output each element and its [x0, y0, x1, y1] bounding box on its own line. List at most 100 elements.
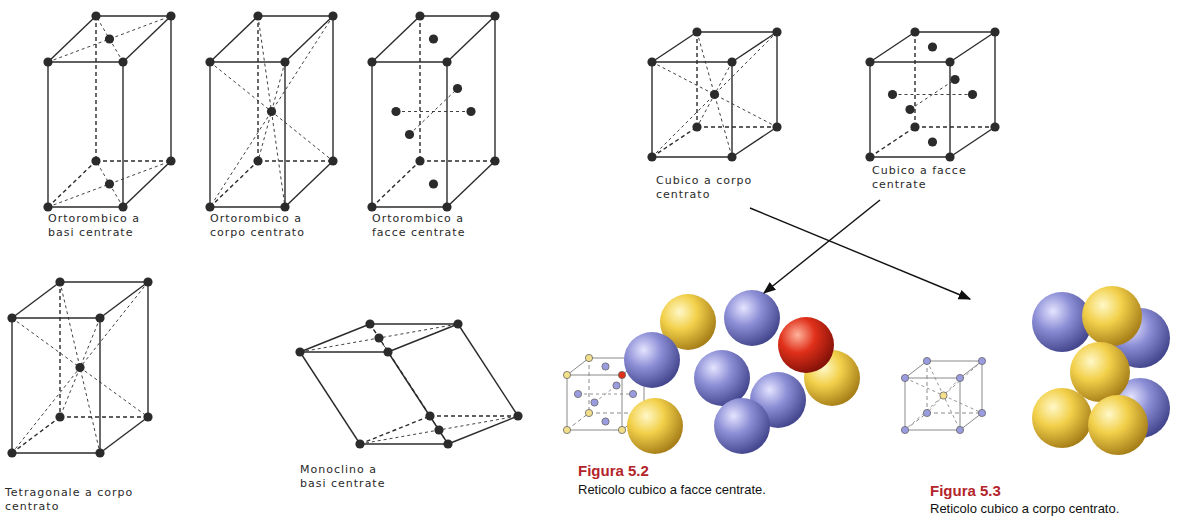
lattice-diagonal	[210, 62, 333, 161]
lattice-diagonal	[12, 282, 148, 453]
lattice-edge	[60, 416, 148, 417]
figure-number: Figura 5.2	[578, 462, 649, 480]
atom-sphere	[1082, 286, 1142, 346]
lattice-edge	[870, 156, 950, 157]
lattice-atom	[772, 122, 781, 131]
lattice-atom	[618, 371, 625, 378]
lattice-edge	[960, 413, 982, 430]
lattice-diagonal	[60, 318, 100, 417]
lattice-atom	[928, 42, 937, 51]
atom-sphere	[627, 398, 683, 454]
atom-sphere	[1032, 388, 1092, 448]
lattice-edge	[776, 32, 777, 127]
lattice-diagonal	[370, 324, 388, 352]
lattice-atom	[43, 202, 52, 211]
lattice-caption: Ortorombico a basi centrate	[48, 212, 166, 240]
lattice-caption: Monoclino a basi centrate	[300, 463, 408, 491]
figure-caption: Reticolo cubico a corpo centrato.	[930, 501, 1119, 517]
lattice-edge	[48, 206, 123, 207]
lattice-atom	[55, 412, 64, 421]
lattice-atom	[928, 137, 937, 146]
lattice-edge	[59, 282, 60, 417]
lattice-edge	[11, 318, 12, 453]
lattice-edge	[170, 16, 171, 161]
lattice-diagonal	[697, 32, 732, 157]
lattice-diagonal	[410, 89, 458, 135]
lattice-atom	[166, 156, 175, 165]
lattice-atom	[647, 57, 656, 66]
lattice-edge	[430, 415, 518, 416]
lattice-atom	[7, 448, 16, 457]
lattice-edge	[257, 16, 258, 161]
lattice-atom	[490, 156, 499, 165]
lattice-caption: Ortorombico a corpo centrato	[210, 212, 328, 240]
lattice-edge	[915, 31, 995, 32]
lattice-cell	[7, 277, 152, 457]
lattice-atom	[295, 347, 304, 356]
lattice-edge	[95, 16, 96, 161]
lattice-atom	[978, 409, 985, 416]
lattice-cell	[647, 27, 781, 161]
lattice-cell	[295, 319, 522, 448]
lattice-atom	[91, 11, 100, 20]
lattice-atom	[563, 426, 570, 433]
lattice-edge	[567, 375, 568, 430]
lattice-edge	[60, 281, 148, 282]
lattice-edge	[360, 443, 448, 444]
lattice-edge	[447, 16, 495, 62]
lattice-atom	[910, 27, 919, 36]
lattice-atom	[940, 392, 947, 399]
lattice-atom	[95, 448, 104, 457]
lattice-diagonal	[697, 62, 732, 127]
lattice-caption: Cubico a facce centrate	[872, 164, 987, 192]
lattice-atom	[166, 11, 175, 20]
lattice-atom	[574, 390, 581, 397]
lattice-atom	[280, 57, 289, 66]
lattice-atom	[95, 313, 104, 322]
lattice-atom	[727, 152, 736, 161]
lattice-edge	[870, 61, 950, 62]
lattice-edge	[927, 361, 928, 413]
lattice-edge	[589, 358, 590, 413]
lattice-diagonal	[48, 161, 171, 207]
lattice-atom	[365, 319, 374, 328]
lattice-atom	[990, 122, 999, 131]
lattice-cell	[901, 357, 985, 433]
lattice-atom	[602, 418, 609, 425]
lattice-diagonal	[595, 386, 617, 403]
lattice-edge	[567, 375, 622, 376]
lattice-diagonal	[927, 378, 960, 413]
atom-sphere	[778, 317, 834, 373]
lattice-edge	[210, 206, 285, 207]
lattice-edge	[949, 62, 950, 157]
lattice-atom	[405, 130, 414, 139]
lattice-edge	[448, 416, 518, 444]
lattice-diagonal	[96, 161, 123, 207]
lattice-atom	[613, 382, 620, 389]
lattice-atom	[956, 426, 963, 433]
lattice-edge	[870, 127, 915, 157]
lattice-diagonal	[430, 416, 448, 444]
lattice-atom	[945, 152, 954, 161]
lattice-diagonal	[905, 378, 982, 413]
atom-sphere	[1070, 342, 1130, 402]
lattice-edge	[210, 16, 258, 62]
lattice-atom	[585, 409, 592, 416]
lattice-caption: Cubico a corpo centrato	[656, 174, 771, 202]
lattice-atom	[905, 105, 914, 114]
lattice-atom	[618, 426, 625, 433]
lattice-edge	[12, 452, 100, 453]
lattice-atom	[563, 371, 570, 378]
lattice-edge	[372, 16, 420, 62]
lattice-atom	[253, 156, 262, 165]
atom-sphere	[624, 332, 680, 388]
lattice-atom	[367, 57, 376, 66]
lattice-diagonal	[927, 361, 960, 430]
lattice-atom	[7, 313, 16, 322]
lattice-edge	[96, 15, 171, 16]
lattice-diagonal	[910, 80, 955, 110]
lattice-atom	[91, 156, 100, 165]
lattice-edge	[927, 413, 982, 414]
lattice-atom	[945, 57, 954, 66]
lattice-edge	[420, 160, 495, 161]
